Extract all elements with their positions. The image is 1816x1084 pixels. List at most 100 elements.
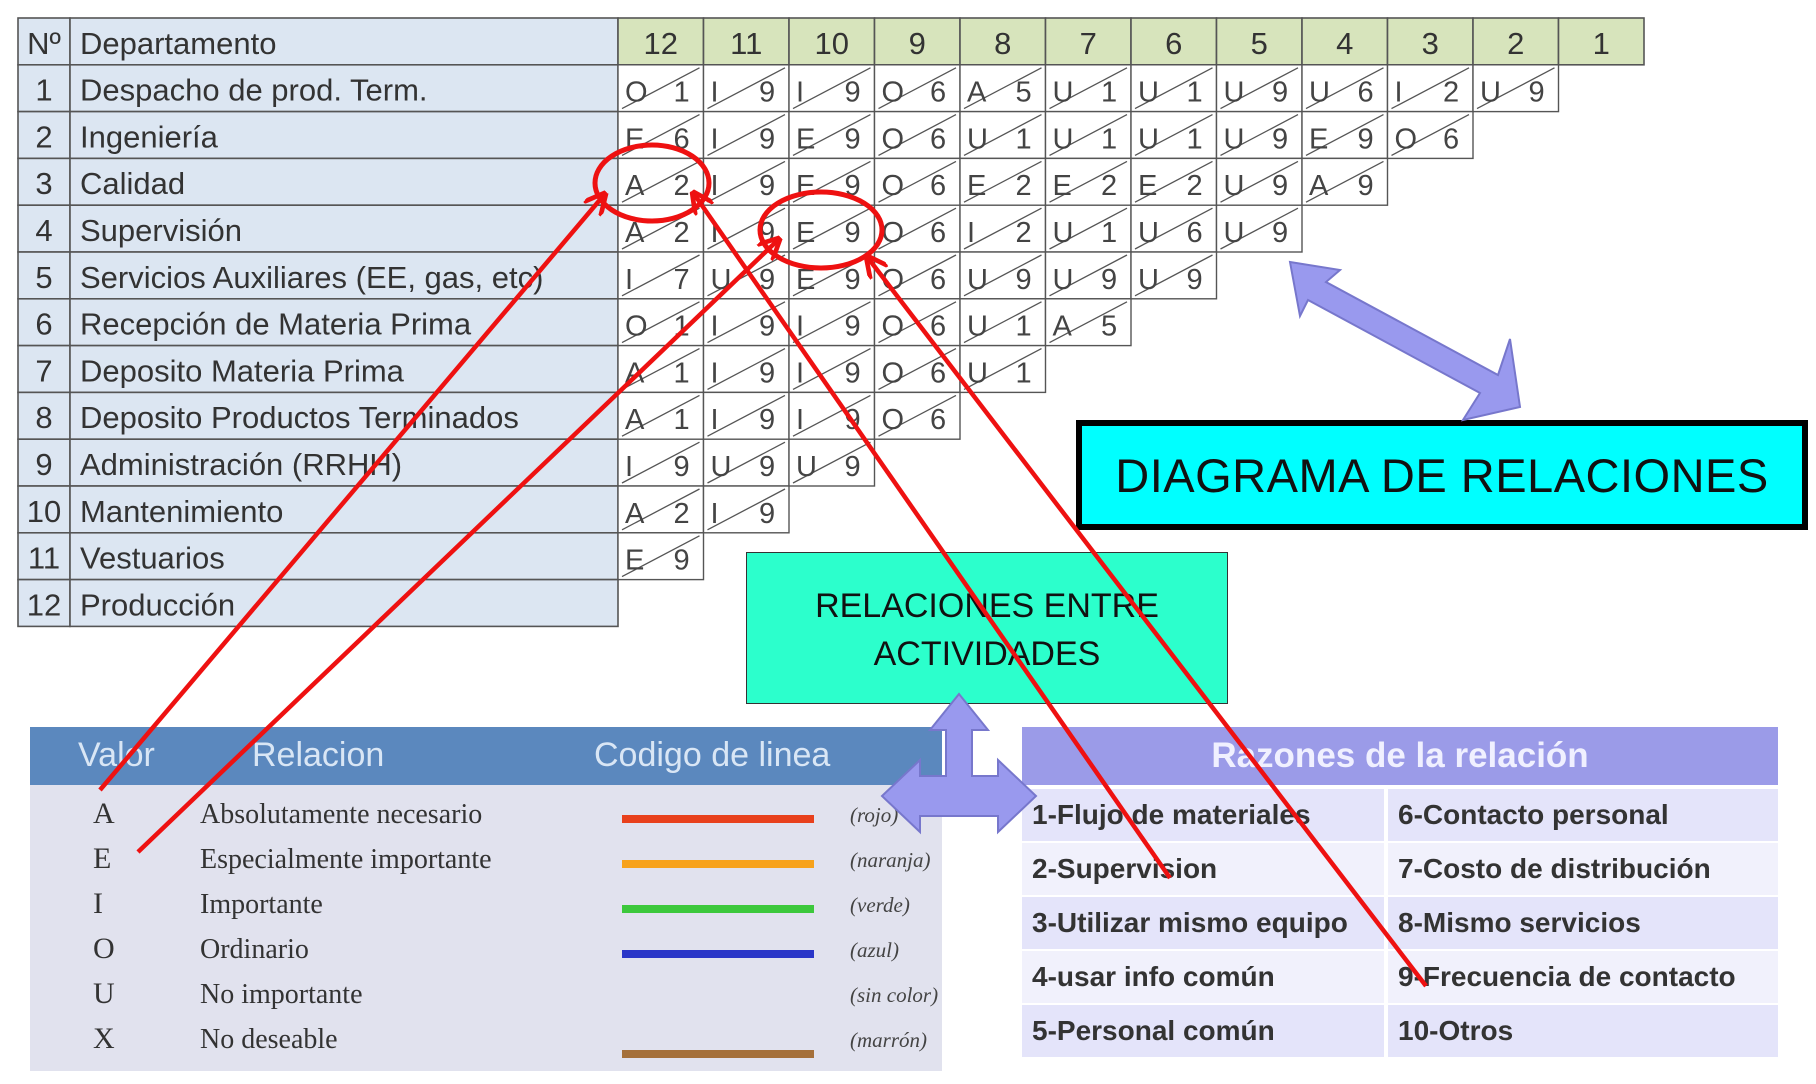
department-name: Ingeniería — [80, 119, 219, 154]
relation-letter: O — [882, 170, 905, 202]
relation-reason-number: 9 — [1272, 123, 1288, 155]
legend-relation: No deseable — [200, 1024, 338, 1055]
legend-value: E — [93, 842, 112, 875]
reason-item: 1-Flujo de materiales — [1022, 789, 1384, 841]
department-number-cell — [17, 344, 71, 394]
relation-reason-number: 9 — [1101, 264, 1117, 296]
legend-color-name: (sin color) — [850, 983, 939, 1007]
relation-reason-number: 6 — [930, 404, 946, 436]
relation-reason-number: 2 — [1016, 217, 1032, 249]
relation-letter: A — [1053, 311, 1073, 343]
department-name: Administración (RRHH) — [80, 447, 402, 482]
relation-letter: I — [796, 77, 804, 109]
legend-header-line-code: Codigo de linea — [594, 736, 831, 774]
relation-cell-divider — [1220, 207, 1299, 250]
relation-letter: U — [1053, 217, 1074, 249]
reason-item: 3-Utilizar mismo equipo — [1022, 897, 1384, 949]
relation-cell-divider — [963, 114, 1042, 156]
matrix-column-header-cell — [873, 17, 961, 66]
relation-letter: I — [711, 217, 719, 249]
relation-letter: A — [625, 170, 645, 202]
matrix-column-number: 9 — [909, 26, 926, 61]
matrix-header-no: Nº — [27, 26, 61, 61]
relation-cell-divider — [621, 67, 700, 110]
relation-reason-number: 6 — [1358, 77, 1374, 109]
relation-letter: U — [1224, 123, 1245, 155]
relation-reason-number: 9 — [1272, 217, 1288, 249]
legend-line-swatch — [622, 950, 814, 958]
relation-letter: E — [796, 170, 815, 202]
relation-cell-divider — [878, 67, 957, 110]
relation-letter: U — [1224, 77, 1245, 109]
department-number: 12 — [27, 587, 61, 622]
legend-color-name: (rojo) — [850, 803, 899, 827]
diagram-title-text: DIAGRAMA DE RELACIONES — [1115, 448, 1769, 502]
relation-reason-number: 6 — [930, 311, 946, 343]
matrix-column-number: 1 — [1593, 26, 1610, 61]
relation-reason-number: 1 — [674, 404, 690, 436]
relation-reason-number: 6 — [674, 123, 690, 155]
reason-item: 4-usar info común — [1022, 951, 1384, 1003]
relation-letter: U — [1053, 77, 1074, 109]
relation-reason-number: 1 — [674, 357, 690, 389]
relation-letter: I — [711, 404, 719, 436]
relation-reason-number: 9 — [759, 451, 775, 483]
legend-relation: Absolutamente necesario — [200, 799, 483, 830]
legend-relation: Ordinario — [200, 934, 309, 965]
relation-letter: A — [625, 498, 645, 530]
department-number-cell — [17, 531, 71, 581]
matrix-header-department: Departamento — [80, 26, 276, 61]
legend-value: A — [93, 797, 115, 830]
reason-item: 8-Mismo servicios — [1388, 897, 1778, 949]
relation-reason-number: 1 — [674, 311, 690, 343]
relation-cell-divider — [1134, 114, 1213, 156]
relation-reason-number: 6 — [1443, 123, 1459, 155]
relation-cell-divider — [707, 67, 786, 110]
legend-line-swatch — [622, 860, 814, 868]
relation-cell-divider — [707, 114, 786, 156]
relation-reason-number: 5 — [1016, 77, 1032, 109]
relation-reason-number: 1 — [674, 77, 690, 109]
relation-reason-number: 9 — [674, 451, 690, 483]
department-number: 4 — [35, 213, 52, 248]
department-number: 11 — [28, 541, 60, 576]
relation-letter: I — [625, 264, 633, 296]
relation-letter: O — [882, 77, 905, 109]
relation-letter: A — [1309, 170, 1329, 202]
legend-line-swatch — [622, 1050, 814, 1058]
relation-letter: E — [967, 170, 986, 202]
legend-header-value: Valor — [78, 736, 155, 774]
relation-cell-divider — [1305, 114, 1384, 156]
relation-letter: O — [882, 357, 905, 389]
relation-letter: U — [1138, 264, 1159, 296]
relation-letter: A — [625, 357, 645, 389]
department-name: Producción — [80, 587, 235, 622]
relation-letter: I — [967, 217, 975, 249]
department-number: 8 — [35, 400, 52, 435]
relation-cell-divider — [1049, 114, 1128, 156]
matrix-column-number: 4 — [1336, 26, 1353, 61]
relation-reason-number: 9 — [759, 217, 775, 249]
relation-reason-number: 2 — [1187, 170, 1203, 202]
reason-item: 10-Otros — [1388, 1005, 1778, 1057]
relation-reason-number: 2 — [1016, 170, 1032, 202]
relation-reason-number: 2 — [1443, 77, 1459, 109]
relation-letter: U — [1480, 77, 1501, 109]
relation-cell-divider — [1220, 67, 1299, 110]
relation-cell-divider — [1305, 160, 1384, 203]
relation-letter: E — [1053, 170, 1072, 202]
relation-cell-divider — [1220, 160, 1299, 203]
relation-reason-number: 2 — [1101, 170, 1117, 202]
relation-reason-number: 9 — [1529, 77, 1545, 109]
relation-reason-number: 9 — [759, 311, 775, 343]
legend-line-swatch — [622, 815, 814, 823]
relation-reason-number: 9 — [674, 545, 690, 577]
reason-item: 5-Personal común — [1022, 1005, 1384, 1057]
department-number-cell — [17, 251, 71, 300]
relation-letter: U — [711, 451, 732, 483]
relation-letter: U — [1138, 217, 1159, 249]
